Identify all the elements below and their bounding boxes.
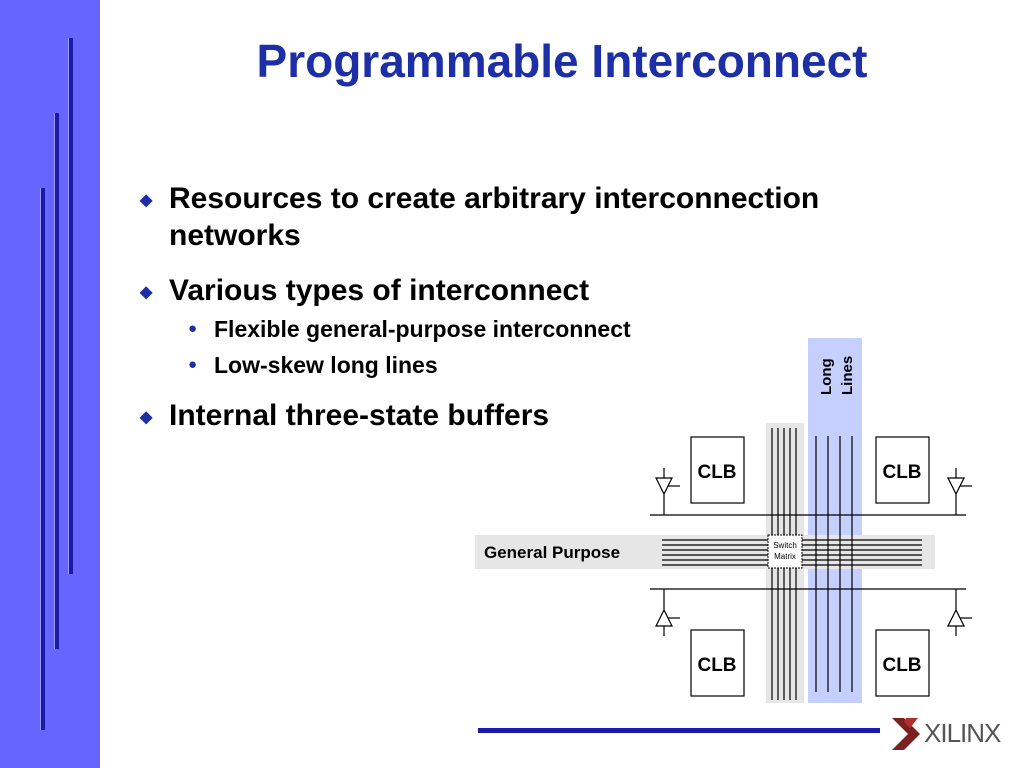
long-lines-band: [808, 338, 862, 703]
clb-label: CLB: [882, 655, 921, 676]
switch-matrix-label: Matrix: [774, 552, 796, 561]
sub-bullet-item: ● Flexible general-purpose interconnect: [140, 311, 940, 347]
diamond-bullet-icon: ◆: [140, 409, 153, 426]
clb-label: CLB: [697, 655, 736, 676]
sub-bullet-list: ● Flexible general-purpose interconnect …: [140, 311, 940, 383]
footer-rule: [478, 728, 880, 733]
sidebar-bar: [54, 113, 59, 649]
bullet-text: Internal three-state buffers: [169, 399, 550, 432]
long-lines: [815, 436, 853, 692]
bullet-text: Various types of interconnect: [169, 274, 590, 307]
clb-block: CLB: [875, 629, 930, 697]
tristate-buffer-icon: [655, 468, 680, 515]
sub-bullet-text: Flexible general-purpose interconnect: [214, 316, 631, 342]
diamond-bullet-icon: ◆: [140, 192, 153, 209]
bullet-text: Resources to create arbitrary interconne…: [169, 182, 820, 252]
clb-block: CLB: [690, 629, 745, 697]
tristate-buffer-icon: [947, 589, 972, 636]
sub-bullet-text: Low-skew long lines: [214, 352, 438, 378]
sidebar-bar: [40, 188, 45, 730]
sub-bullet-item: ● Low-skew long lines: [140, 347, 940, 383]
sidebar-bar: [68, 38, 73, 574]
diamond-bullet-icon: ◆: [140, 284, 153, 301]
left-sidebar: [0, 0, 100, 768]
bullet-item: ◆ Resources to create arbitrary intercon…: [140, 180, 929, 254]
clb-block: CLB: [690, 436, 745, 504]
long-lines-label: Lines: [839, 356, 856, 395]
general-purpose-band: [475, 535, 935, 569]
clb-label: CLB: [697, 462, 736, 483]
tristate-buffer-icon: [947, 468, 972, 515]
switch-matrix-label: Switch: [773, 541, 797, 550]
bullet-item: ◆ Various types of interconnect: [140, 272, 940, 309]
clb-label: CLB: [882, 462, 921, 483]
dot-bullet-icon: ●: [188, 320, 198, 337]
clb-block: CLB: [875, 436, 930, 504]
slide-title: Programmable Interconnect: [256, 35, 868, 87]
long-lines-label: Long: [818, 358, 835, 395]
xilinx-logo: [892, 718, 920, 750]
bullet-list: ◆ Resources to create arbitrary intercon…: [140, 180, 940, 452]
tristate-buffer-icon: [655, 589, 680, 636]
dot-bullet-icon: ●: [188, 356, 198, 373]
logo-text: XILINX: [924, 718, 1001, 748]
bullet-item: ◆ Internal three-state buffers: [140, 397, 940, 434]
switch-matrix: [767, 534, 803, 569]
general-purpose-label: General Purpose: [484, 543, 620, 562]
